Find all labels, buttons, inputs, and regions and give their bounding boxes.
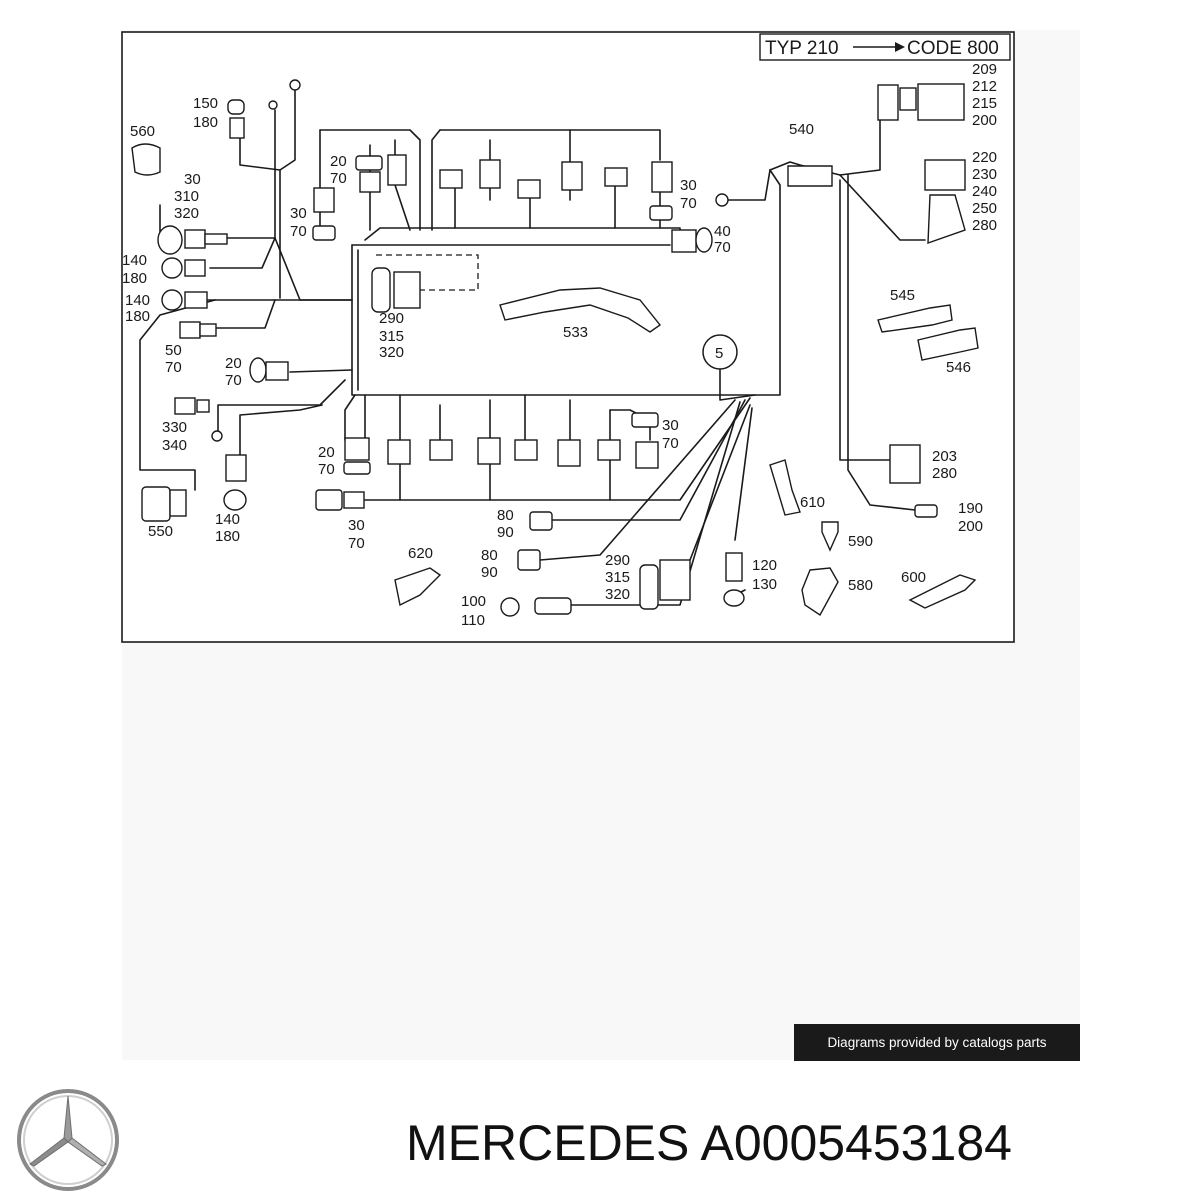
label-550: 550 bbox=[148, 523, 173, 540]
label-546: 546 bbox=[946, 359, 971, 376]
label-580: 580 bbox=[848, 577, 873, 594]
label-620: 620 bbox=[408, 545, 433, 562]
diagram-header: TYP 210 CODE 800 bbox=[759, 33, 1011, 61]
label-540: 540 bbox=[789, 121, 814, 138]
header-typ: TYP 210 bbox=[765, 38, 839, 59]
label-545: 545 bbox=[890, 287, 915, 304]
part-number: A0005453184 bbox=[700, 1115, 1012, 1171]
connector-parts bbox=[131, 79, 979, 617]
header-code: CODE 800 bbox=[907, 38, 999, 59]
diagram-frame bbox=[121, 31, 1015, 643]
mercedes-star-icon bbox=[17, 1089, 119, 1191]
module-outline bbox=[376, 254, 479, 291]
label-590: 590 bbox=[848, 533, 873, 550]
label-5: 5 bbox=[715, 345, 723, 362]
product-title: MERCEDES A0005453184 bbox=[406, 1108, 1190, 1178]
label-560: 560 bbox=[130, 123, 155, 140]
label-610: 610 bbox=[800, 494, 825, 511]
label-533: 533 bbox=[563, 324, 588, 341]
label-600: 600 bbox=[901, 569, 926, 586]
diagram-credit-badge: Diagrams provided by catalogs parts bbox=[794, 1024, 1080, 1061]
brand-name: MERCEDES bbox=[406, 1115, 690, 1171]
